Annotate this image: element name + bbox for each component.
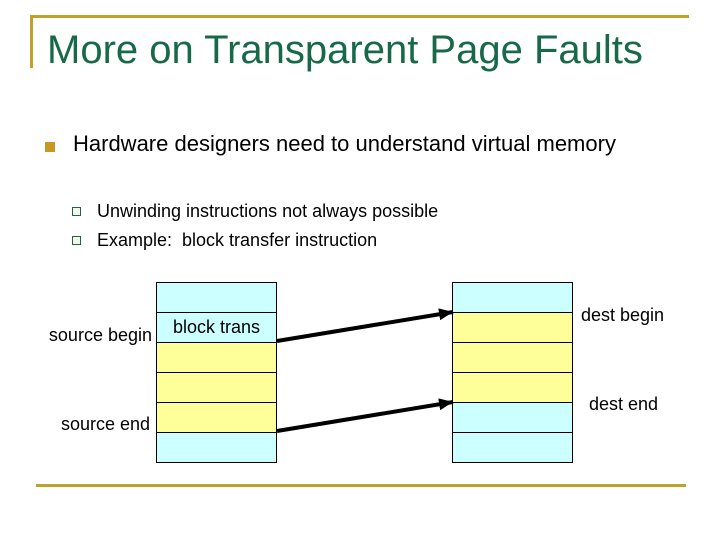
source-begin-label: source begin	[48, 325, 152, 345]
source-memory-column: block trans	[156, 282, 277, 463]
arrow-source-end-to-dest-end	[276, 398, 454, 433]
bottom-gold-rule	[36, 484, 686, 487]
memory-cell	[157, 283, 276, 312]
sub-bullet-1-text: Unwinding instructions not always possib…	[97, 201, 439, 221]
memory-cell	[453, 342, 572, 372]
cell-label: block trans	[172, 317, 261, 337]
bullet-square-icon	[45, 142, 55, 152]
sub-bullet-square-icon	[72, 236, 81, 245]
memory-cell	[157, 342, 276, 372]
memory-cell	[453, 283, 572, 312]
source-end-label: source end	[60, 414, 150, 434]
memory-cell: block trans	[157, 312, 276, 342]
sub-bullet-square-icon	[72, 207, 81, 216]
dest-begin-label: dest begin	[581, 305, 665, 325]
memory-cell	[157, 372, 276, 402]
memory-cell	[453, 432, 572, 462]
dest-end-label: dest end	[589, 394, 659, 414]
arrow-source-begin-to-dest-begin	[276, 308, 454, 343]
bullet-level1-text: Hardware designers need to understand vi…	[73, 131, 616, 156]
sub-bullet-2-text: Example: block transfer instruction	[97, 230, 378, 250]
memory-cell	[453, 372, 572, 402]
left-gold-rule	[30, 15, 33, 68]
top-gold-rule	[30, 15, 689, 18]
memory-cell	[453, 312, 572, 342]
memory-cell	[157, 432, 276, 462]
slide-title: More on Transparent Page Faults	[47, 28, 643, 72]
memory-cell	[157, 402, 276, 432]
dest-memory-column	[452, 282, 573, 463]
memory-cell	[453, 402, 572, 432]
